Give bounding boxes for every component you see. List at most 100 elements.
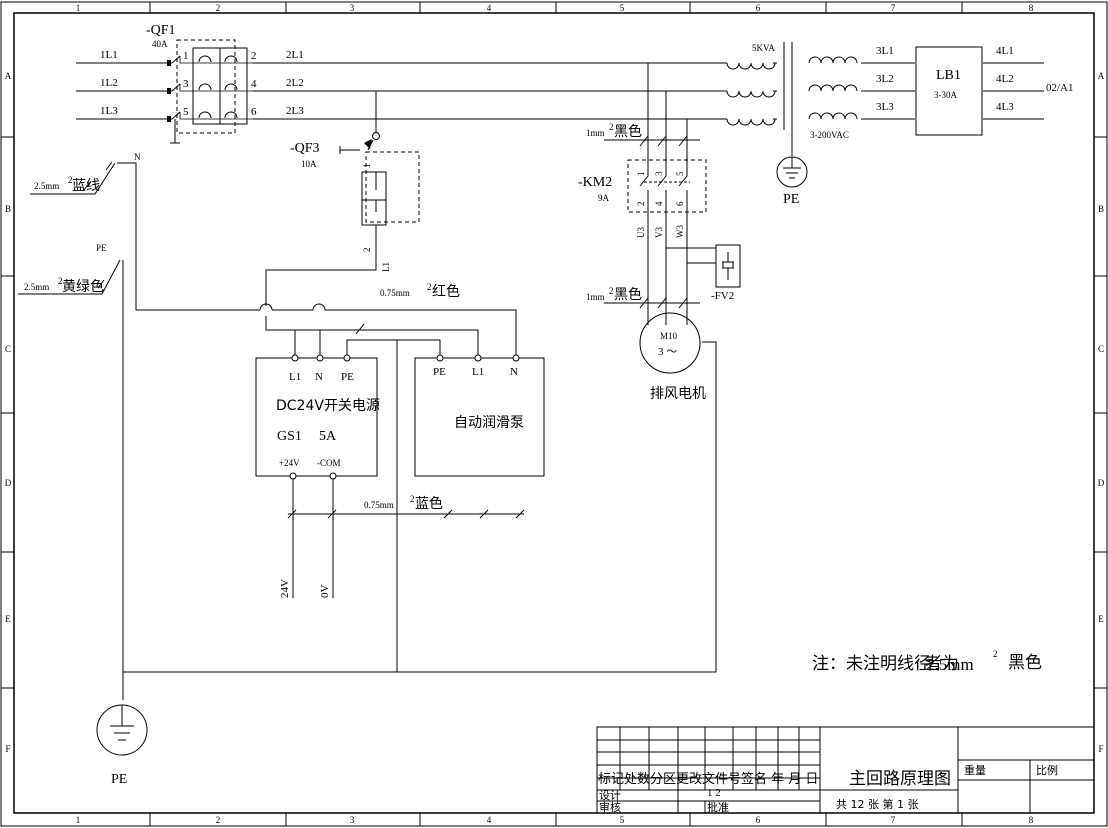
frame-row-labels: A B C D E F A B C D E F [5,71,1105,754]
dc-sup: 2 [410,494,415,504]
pump-term-l1: L1 [472,366,484,378]
psu-out2: -COM [317,458,341,468]
wire-label-4l2: 4L2 [996,73,1014,85]
title-block-text: 标记处数分区更改文件号签名 年 月 日 设计 审核 1 2 批准 主回路原理图 … [598,763,1058,814]
motor-caption: 排风电机 [650,386,706,402]
wire-label-4l3: 4L3 [996,101,1014,113]
col-label: 5 [620,3,625,13]
transformer: 5KVA 3-200VAC [726,42,858,156]
pump-term-n: N [510,366,518,378]
main-bus-wires [76,62,1044,120]
tb-header: 标记处数分区更改文件号签名 年 月 日 [598,771,818,787]
surge-protector-fv2: -FV2 [711,244,741,302]
n-tag: N [134,152,141,162]
note-text: 注：未注明线径 [812,654,931,674]
note-color: 黑色 [1008,653,1042,673]
psu-term-pe: PE [341,371,354,383]
wire-label-w3: W3 [675,225,685,238]
dc-24v: 24V [279,579,291,598]
wire-label-v3: V3 [654,227,664,238]
fv2-name: -FV2 [711,290,734,302]
qf3-term-2: 2 [362,248,372,253]
black-sup-2: 2 [609,286,614,296]
tb-check: 审核 [599,800,621,814]
pump-title: 自动润滑泵 [454,414,524,431]
km2-term-6: 6 [675,201,685,206]
lb1-range: 3-30A [934,90,957,100]
black-sup-1: 2 [609,122,614,132]
row-label: A [5,71,12,81]
motor-phase: 3 ～ [658,346,677,358]
col-label: 5 [620,815,625,825]
qf3-rating: 10A [301,159,317,169]
qf1-term-in-5: 5 [183,106,189,118]
col-label: 8 [1029,3,1034,13]
qf1-term-out-4: 4 [251,78,257,90]
col-label: 2 [216,815,221,825]
dc-output-labels: 0.75mm 2 蓝色 24V 0V [279,494,443,598]
tb-design: 设计 [599,789,621,802]
col-label: 6 [756,815,761,825]
km2-term-4: 4 [654,201,664,206]
red-size: 0.75mm [380,288,410,298]
psu-term-n: N [315,371,323,383]
col-label: 3 [350,815,355,825]
pump-term-pe: PE [433,366,446,378]
qf3-out-wire: L1 [381,262,391,272]
exhaust-motor-m10: M10 3 ～ 排风电机 [639,312,706,402]
feeder-wires [18,161,717,700]
row-label: F [1098,744,1103,754]
blue-size: 2.5mm [34,181,59,191]
col-label: 7 [891,3,896,13]
row-label: E [5,614,11,624]
tb-sheets: 共 12 张 第 1 张 [836,797,918,811]
qf1-rating: 40A [152,39,168,49]
wire-label-2l2: 2L2 [286,77,304,89]
earth-pe-bottom: PE [96,704,148,787]
qf1-term-in-1: 1 [183,50,189,62]
red-sup: 2 [427,282,432,292]
qf1-term-out-6: 6 [251,106,257,118]
feeder-labels: N PE 2.5mm 2 蓝线 2.5mm 2 黄绿色 0.75mm 2 红色 [24,152,460,300]
col-label: 3 [350,3,355,13]
row-label: D [1098,478,1105,488]
dc-color: 蓝色 [415,495,443,512]
tb-title: 主回路原理图 [849,769,951,789]
black-color-2: 黑色 [614,286,642,303]
lb1-name: LB1 [936,68,961,83]
contactor-km2: -KM2 9A 1 3 5 2 4 6 [578,159,707,213]
note-suffix: 者为 [925,654,959,674]
red-color: 红色 [432,283,460,300]
wire-label-u3: U3 [636,227,646,238]
frame-column-labels: 1 2 3 4 5 6 7 8 1 2 3 4 5 6 7 8 [76,3,1034,825]
col-label: 4 [487,3,492,13]
psu-title: DC24V开关电源 [276,398,380,414]
blue-color: 蓝线 [72,178,100,194]
row-label: D [5,478,12,488]
qf3-name: -QF3 [290,141,320,156]
transformer-secondary: 3-200VAC [810,130,849,140]
row-label: F [5,744,10,754]
motor-branch-wires [604,63,717,325]
wire-label-2l3: 2L3 [286,105,304,117]
note-overlap: 2.5mm [926,655,974,674]
qf1-name: -QF1 [146,23,176,38]
row-label: B [5,204,11,214]
col-label: 6 [756,3,761,13]
psu-current: 5A [319,429,337,444]
tb-scale: 比例 [1036,763,1058,777]
black-color-1: 黑色 [614,123,642,140]
wire-label-3l1: 3L1 [876,45,894,57]
tb-small: 1 2 [707,787,721,799]
note-sup: 2 [993,649,998,659]
wire-label-1l1: 1L1 [100,49,118,61]
col-label: 2 [216,3,221,13]
breaker-qf3: -QF3 10A 1 2 L1 [265,91,420,306]
pe-color: 黄绿色 [62,278,104,295]
power-supply-gs1: L1 N PE DC24V开关电源 GS1 5A +24V -COM [255,354,380,480]
black-size-1: 1mm [586,128,605,138]
filter-lb1: LB1 3-30A [915,46,983,136]
qf3-term-1: 1 [362,164,372,169]
wire-label-1l3: 1L3 [100,105,118,117]
